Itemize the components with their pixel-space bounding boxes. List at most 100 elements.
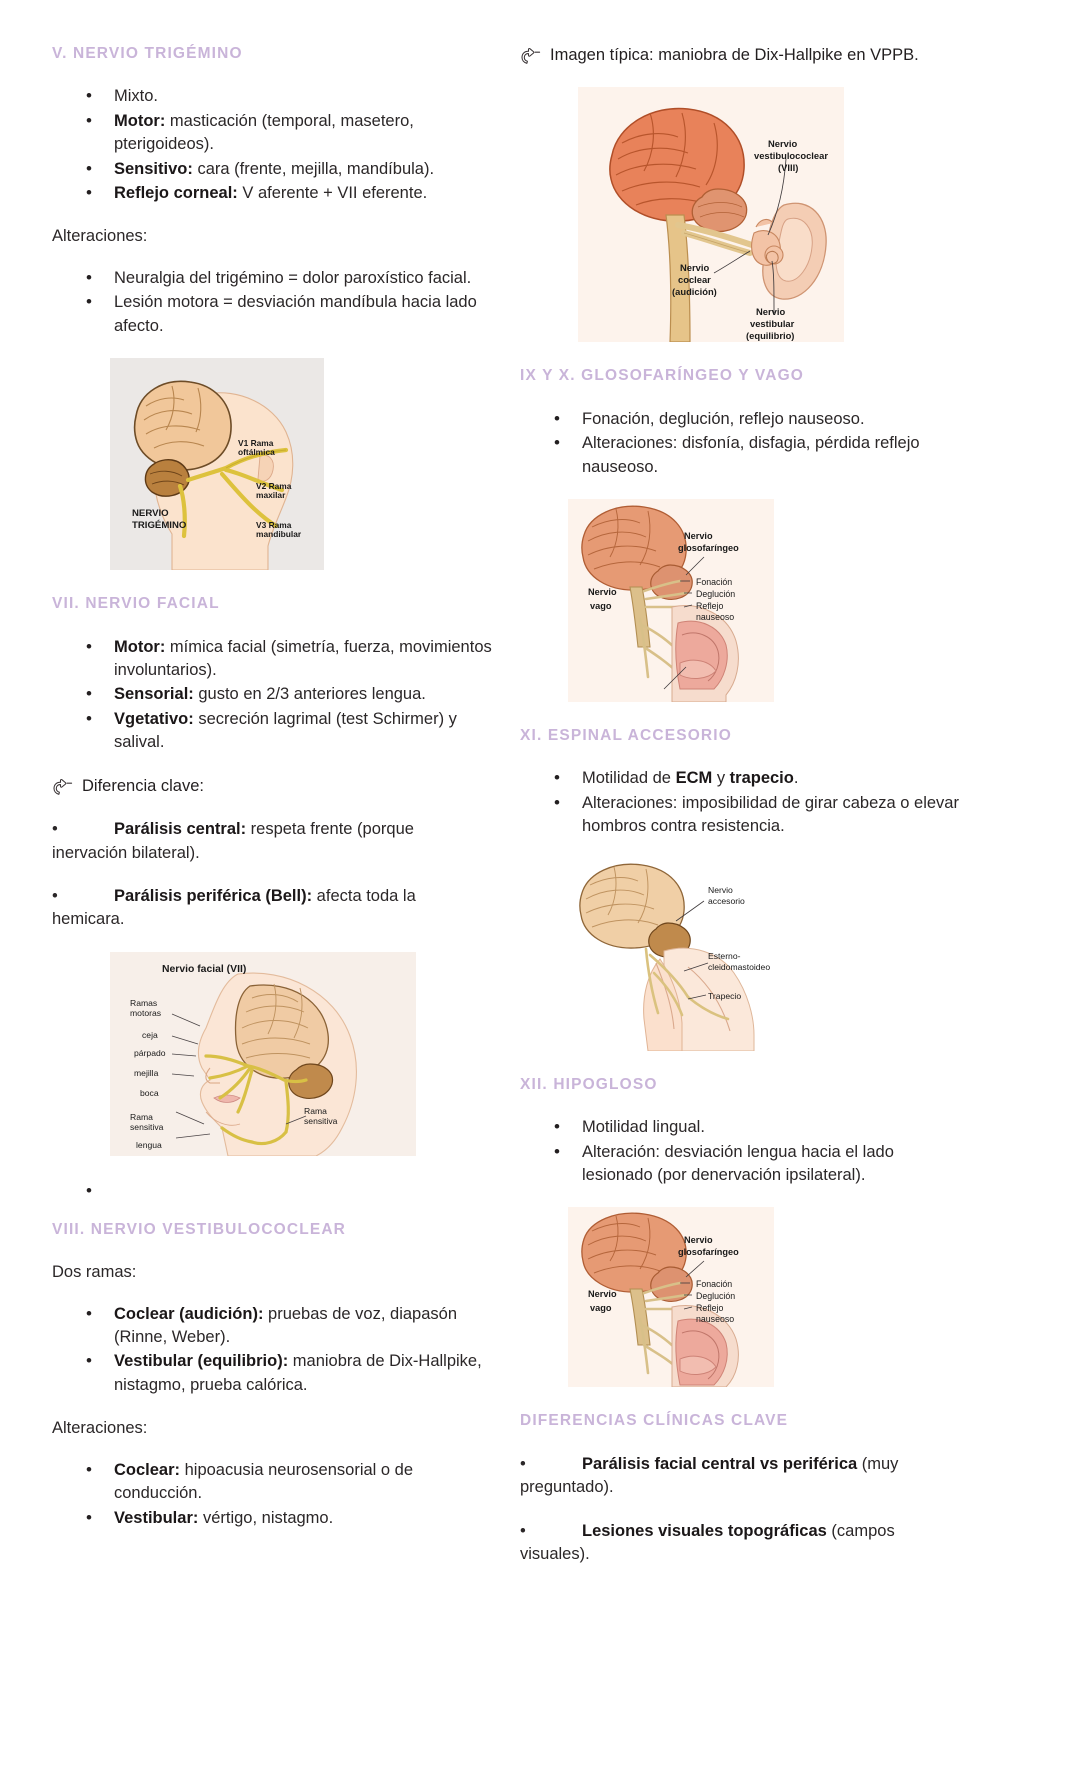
list-item-empty [86, 1179, 492, 1203]
section-title-spinal-accessory: XI. ESPINAL ACCESORIO [520, 727, 732, 745]
note-text: Imagen típica: maniobra de Dix-Hallpike … [550, 46, 919, 64]
svg-text:glosofaríngeo: glosofaríngeo [678, 543, 739, 553]
section-title-glossopharyngeal-vagus: IX Y X. GLOSOFARÍNGEO Y VAGO [520, 367, 804, 385]
list-item: Alteraciones: disfonía, disfagia, pérdid… [554, 431, 960, 479]
svg-text:Rama: Rama [304, 1106, 327, 1116]
facial-function-list: Motor: mímica facial (simetría, fuerza, … [52, 635, 492, 755]
svg-text:Deglución: Deglución [696, 1291, 735, 1301]
svg-text:nauseoso: nauseoso [696, 612, 734, 622]
svg-text:Nervio: Nervio [684, 1235, 713, 1245]
svg-text:ceja: ceja [142, 1030, 158, 1040]
svg-text:(equilibrio): (equilibrio) [746, 330, 794, 341]
svg-text:V2 Rama: V2 Rama [256, 481, 292, 491]
facial-key-point-peripheral: •Parálisis periférica (Bell): afecta tod… [52, 886, 416, 929]
facial-nerve-diagram: Nervio facial (VII) Ramas motoras ceja p… [110, 951, 416, 1156]
list-item: Sensitivo: cara (frente, mejilla, mandíb… [86, 157, 492, 182]
vestibulocochlear-alterations-label: Alteraciones: [52, 1419, 148, 1438]
pseudo-bullet: • [520, 1521, 526, 1540]
clinical-difference-item-1: •Parálisis facial central vs periférica … [520, 1454, 899, 1497]
svg-text:Nervio: Nervio [708, 885, 733, 895]
vestibulocochlear-alterations-list: Coclear: hipoacusia neurosensorial o de … [52, 1458, 492, 1530]
pointing-hand-icon [52, 778, 74, 796]
two-column-layout: V. NERVIO TRIGÉMINO Mixto. Motor: mastic… [52, 44, 1028, 1586]
pseudo-bullet: • [52, 820, 58, 839]
list-item: Vestibular (equilibrio): maniobra de Dix… [86, 1349, 492, 1397]
list-item: Alteraciones: imposibilidad de girar cab… [554, 791, 960, 839]
list-item: Neuralgia del trigémino = dolor paroxíst… [86, 266, 492, 291]
svg-text:(audición): (audición) [672, 286, 717, 297]
svg-text:V1 Rama: V1 Rama [238, 438, 274, 448]
svg-text:vestibular: vestibular [750, 318, 795, 329]
section-title-clinical-differences: DIFERENCIAS CLÍNICAS CLAVE [520, 1412, 789, 1430]
pseudo-bullet: • [52, 886, 58, 905]
trigeminal-nerve-diagram: V1 Rama oftálmica V2 Rama maxilar V3 Ram… [110, 358, 324, 571]
list-item: Sensorial: gusto en 2/3 anteriores lengu… [86, 682, 492, 707]
section-title-facial: VII. NERVIO FACIAL [52, 595, 220, 613]
spinal-accessory-list: Motilidad de ECM y trapecio. Alteracione… [520, 766, 960, 839]
svg-text:Rama: Rama [130, 1112, 153, 1122]
pseudo-bullet: • [520, 1454, 526, 1473]
svg-text:motoras: motoras [130, 1008, 161, 1018]
list-item: Vgetativo: secreción lagrimal (test Schi… [86, 707, 492, 755]
svg-text:Nervio: Nervio [684, 531, 713, 541]
trigeminal-alterations-list: Neuralgia del trigémino = dolor paroxíst… [52, 266, 492, 338]
svg-text:Nervio: Nervio [768, 138, 797, 149]
svg-text:Fonación: Fonación [696, 1279, 732, 1289]
list-item: Motilidad de ECM y trapecio. [554, 766, 960, 791]
list-item: Lesión motora = desviación mandíbula hac… [86, 290, 492, 338]
svg-text:NERVIO: NERVIO [132, 508, 169, 519]
glossopharyngeal-vagus-list: Fonación, deglución, reflejo nauseoso. A… [520, 407, 960, 479]
trigeminal-function-list: Mixto. Motor: masticación (temporal, mas… [52, 84, 492, 206]
list-item: Fonación, deglución, reflejo nauseoso. [554, 407, 960, 432]
svg-text:Nervio: Nervio [680, 262, 709, 273]
svg-text:párpado: párpado [134, 1048, 166, 1058]
list-item: Reflejo corneal: V aferente + VII eferen… [86, 181, 492, 206]
list-item: Coclear: hipoacusia neurosensorial o de … [86, 1458, 492, 1506]
facial-key-point-central: •Parálisis central: respeta frente (porq… [52, 820, 414, 862]
svg-text:boca: boca [140, 1088, 159, 1098]
svg-text:TRIGÉMINO: TRIGÉMINO [132, 519, 187, 531]
svg-text:mejilla: mejilla [134, 1068, 159, 1078]
svg-text:vestibulococlear: vestibulococlear [754, 150, 828, 161]
list-item: Vestibular: vértigo, nistagmo. [86, 1505, 492, 1530]
svg-text:Nervio: Nervio [588, 587, 617, 597]
svg-text:Fonación: Fonación [696, 577, 732, 587]
svg-text:coclear: coclear [678, 274, 711, 285]
svg-text:oftálmica: oftálmica [238, 447, 275, 457]
svg-text:nauseoso: nauseoso [696, 1314, 734, 1324]
hypoglossal-figure: Nervio glosofaríngeo Nervio vago Fonació… [568, 1207, 774, 1388]
section-title-hypoglossal: XII. HIPOGLOSO [520, 1075, 658, 1093]
svg-text:(VIII): (VIII) [778, 162, 798, 173]
list-item: Motilidad lingual. [554, 1115, 960, 1140]
vestibulocochlear-intro: Dos ramas: [52, 1263, 137, 1282]
list-item: Motor: mímica facial (simetría, fuerza, … [86, 635, 492, 683]
svg-text:Nervio: Nervio [588, 1289, 617, 1299]
trigeminal-alterations-label: Alteraciones: [52, 227, 148, 246]
section-title-vestibulocochlear: VIII. NERVIO VESTIBULOCOCLEAR [52, 1220, 347, 1238]
right-column: Imagen típica: maniobra de Dix-Hallpike … [520, 44, 960, 1586]
svg-text:vago: vago [590, 1303, 612, 1313]
hypoglossal-list: Motilidad lingual. Alteración: desviació… [520, 1115, 960, 1188]
svg-text:glosofaríngeo: glosofaríngeo [678, 1247, 739, 1257]
svg-text:Nervio: Nervio [756, 306, 785, 317]
spinal-accessory-nerve-diagram: Nervio accesorio Esterno- cleidomastoide… [568, 858, 774, 1051]
svg-text:vago: vago [590, 601, 612, 611]
pointing-hand-icon [520, 47, 542, 65]
list-item: Alteración: desviación lengua hacia el l… [554, 1140, 960, 1188]
svg-text:Esterno-: Esterno- [708, 951, 741, 961]
svg-text:Deglución: Deglución [696, 589, 735, 599]
svg-text:Reflejo: Reflejo [696, 1303, 723, 1313]
list-item: Coclear (audición): pruebas de voz, diap… [86, 1302, 492, 1350]
typical-image-note: Imagen típica: maniobra de Dix-Hallpike … [520, 44, 960, 67]
left-column: V. NERVIO TRIGÉMINO Mixto. Motor: mastic… [52, 44, 492, 1531]
facial-trailing-bullet-list [52, 1179, 492, 1203]
vestibulocochlear-nerve-diagram: Nervio vestibulococlear (VIII) Nervio co… [578, 87, 844, 343]
svg-text:sensitiva: sensitiva [304, 1116, 338, 1126]
svg-text:accesorio: accesorio [708, 896, 745, 906]
section-title-trigeminal: V. NERVIO TRIGÉMINO [52, 45, 243, 62]
facial-key-difference-note: Diferencia clave: [52, 775, 492, 798]
svg-text:sensitiva: sensitiva [130, 1122, 164, 1132]
list-item: Mixto. [86, 84, 492, 109]
note-text: Diferencia clave: [82, 776, 204, 795]
